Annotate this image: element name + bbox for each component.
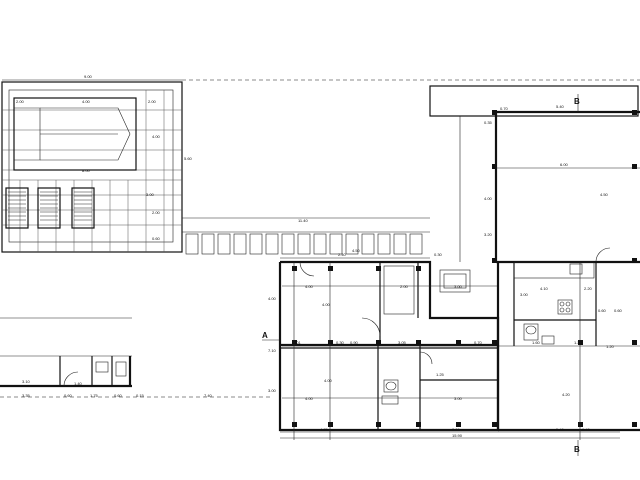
dim-vertical-left-1: 7.10 xyxy=(268,348,277,353)
dim-left-wing-b2: 0.60 xyxy=(64,393,73,398)
dim-walkway-length: 11.40 xyxy=(298,218,308,223)
dim-small-2: 0.70 xyxy=(474,340,483,345)
fireplace-box xyxy=(439,269,471,293)
section-markers: B B A xyxy=(262,94,580,456)
dim-east-top-2: 0.35 xyxy=(484,120,493,125)
dim-east-top-3: 0.70 xyxy=(500,106,509,111)
dim-bath-1: 1.60 xyxy=(532,340,541,345)
dim-house-top-3: 0.30 xyxy=(434,252,443,257)
dim-hall-3: 3.05 xyxy=(398,340,407,345)
dim-kitchen-6: 0.60 xyxy=(614,308,623,313)
dim-room-1: 4.00 xyxy=(305,284,314,289)
dim-vertical-left-2: 4.00 xyxy=(268,296,277,301)
dim-room-2: 4.00 xyxy=(322,302,331,307)
dim-east-room-2: 4.50 xyxy=(600,192,609,197)
dim-east-top-1: 5.40 xyxy=(556,104,565,109)
dim-bottom-2: 3.00 xyxy=(452,427,461,432)
dim-east-lower-2: 6.40 xyxy=(582,427,591,432)
dim-kitchen-2: 3.00 xyxy=(520,292,529,297)
dim-lower-3: 3.00 xyxy=(454,396,463,401)
dim-pool-seg-3: 2.00 xyxy=(148,99,157,104)
pool-basin xyxy=(13,97,137,171)
dim-lower-4: 1.25 xyxy=(436,372,445,377)
east-columns xyxy=(492,110,637,427)
main-house: 2.40 4.50 0.30 4.00 4.00 3.00 2.00 3.01 … xyxy=(268,248,640,440)
dim-house-top-1: 2.40 xyxy=(338,252,347,257)
kitchen-counter xyxy=(513,261,595,279)
dim-east-room-4: 3.20 xyxy=(484,232,493,237)
dim-hall-2: 0.30 xyxy=(336,340,345,345)
dim-hall-1: 3.01 xyxy=(293,340,302,345)
dim-east-lower-1: 4.20 xyxy=(562,392,571,397)
section-marker-b-top: B xyxy=(574,97,580,106)
kitchen-sink xyxy=(569,263,583,275)
dim-small-1: 0.90 xyxy=(350,340,359,345)
dim-pool-seg-1: 2.00 xyxy=(16,99,25,104)
dim-lower-2: 4.00 xyxy=(324,378,333,383)
dim-pool-top-total: 9.00 xyxy=(84,74,93,79)
dim-pool-right-4: 0.60 xyxy=(152,236,161,241)
structural-columns xyxy=(292,266,497,427)
dim-house-top-2: 4.50 xyxy=(352,248,361,253)
dim-pool-right-1: 4.00 xyxy=(152,134,161,139)
dim-east-room-1: 6.00 xyxy=(560,162,569,167)
dim-kitchen-1: 4.10 xyxy=(540,286,549,291)
dim-left-wing-b4: 1.75 xyxy=(90,393,99,398)
dim-kitchen-5: 0.60 xyxy=(598,308,607,313)
dim-room-4: 2.00 xyxy=(400,284,409,289)
walkway: 11.40 xyxy=(182,217,430,255)
dim-pool-seg-2: 4.00 xyxy=(82,99,91,104)
dim-bottom-1: 4.85 xyxy=(320,427,329,432)
dim-lower-1: 4.00 xyxy=(305,396,314,401)
dim-left-wing-top: 3.10 xyxy=(22,379,31,384)
dim-left-wing-b1: 3.35 xyxy=(22,393,31,398)
dim-left-wing-gap: 7.40 xyxy=(204,393,213,398)
section-marker-a-left: A xyxy=(262,331,268,340)
cooktop xyxy=(557,299,573,315)
dim-pool-inner: 8.00 xyxy=(82,168,91,173)
dim-pool-right-3: 2.00 xyxy=(152,210,161,215)
east-wing: 5.40 0.35 0.70 6.00 4.50 4.00 3.20 4.10 … xyxy=(429,85,640,440)
dim-left-wing-b5: 0.60 xyxy=(114,393,123,398)
dim-left-wing-b6: 0.15 xyxy=(136,393,145,398)
bathroom-sink xyxy=(381,395,399,405)
dim-vertical-left-3: 3.00 xyxy=(268,388,277,393)
left-wing: 3.10 3.35 0.60 1.40 1.75 0.60 0.15 7.40 xyxy=(0,317,213,398)
dim-bath-2: 1.20 xyxy=(574,340,583,345)
dim-room-3: 3.00 xyxy=(454,284,463,289)
section-marker-b-bottom: B xyxy=(574,445,580,454)
closet xyxy=(383,265,415,315)
dim-kitchen-4: 1.20 xyxy=(606,344,615,349)
east-bathroom-sink xyxy=(541,335,555,345)
sun-loungers xyxy=(5,187,95,229)
dim-bottom-3: 15.90 xyxy=(452,433,463,438)
dim-kitchen-3: 2.20 xyxy=(584,286,593,291)
dim-east-room-3: 4.00 xyxy=(484,196,493,201)
pool-block: 9.00 2.00 4.00 2.00 8.00 4.00 3.00 2.00 … xyxy=(1,74,193,253)
dim-pool-far-right: 5.60 xyxy=(184,156,193,161)
dim-left-wing-b3: 1.40 xyxy=(74,381,83,386)
dim-pool-right-2: 3.00 xyxy=(146,192,155,197)
left-wing-toilet-fixture xyxy=(95,361,109,373)
left-wing-sink-fixture xyxy=(115,361,127,377)
